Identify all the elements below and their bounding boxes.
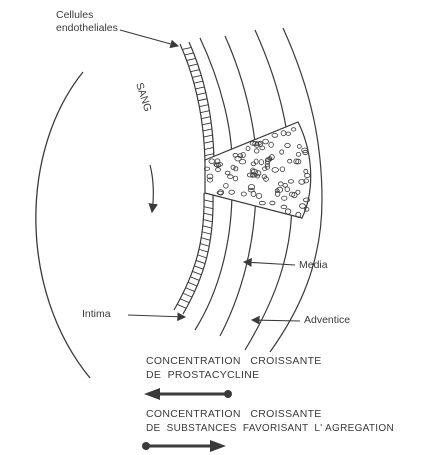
- prostacyclin-legend-line1: CONCENTRATION CROISSANTE: [146, 355, 322, 368]
- endothelial-cell-divider: [180, 299, 189, 303]
- endothelial-cell-divider: [194, 266, 203, 269]
- cells-label-line2: endotheliales: [56, 22, 118, 35]
- adventice-label: Adventice: [304, 314, 350, 327]
- lumen-arc: [36, 72, 90, 378]
- endothelial-cell-divider: [188, 282, 197, 286]
- aggregation-gradient-arrow: [142, 440, 226, 452]
- aggregation-legend-line1: CONCENTRATION CROISSANTE: [146, 408, 322, 421]
- prostacyclin-gradient-arrow: [144, 388, 232, 400]
- endothelial-cell-divider: [198, 99, 207, 101]
- endothelial-cell-divider: [203, 220, 212, 222]
- endothelial-cell-divider: [194, 81, 203, 83]
- endothelial-cell-divider: [196, 260, 205, 263]
- endothelial-cell-divider: [192, 271, 201, 274]
- adventice-pointer-arrow: [252, 320, 300, 321]
- endothelial-cell-divider: [190, 277, 199, 281]
- endothelial-cell-divider: [177, 304, 186, 308]
- intima-label: Intima: [82, 308, 111, 321]
- media-label: Media: [299, 259, 328, 272]
- endothelial-cell-divider: [200, 244, 209, 247]
- endothelial-cell-divider: [182, 47, 191, 49]
- endothelial-cell-divider: [204, 200, 213, 202]
- endothelial-cell-divider: [185, 53, 194, 55]
- endothelial-cell-divider: [191, 70, 200, 72]
- endothelial-cell-divider: [202, 232, 211, 234]
- flow-direction-arrow: [150, 165, 153, 212]
- endothelial-cell-divider: [204, 213, 213, 215]
- aggregation-legend-line2: DE SUBSTANCES FAVORISANT L' AGREGATION: [146, 422, 394, 435]
- endothelial-cell-divider: [189, 64, 198, 66]
- endothelial-cell-divider: [203, 129, 212, 131]
- endothelial-cell-divider: [204, 141, 213, 143]
- endothelial-cell-divider: [202, 123, 211, 125]
- endothelial-cell-divider: [197, 93, 206, 95]
- endothelial-cell-divider: [195, 87, 204, 89]
- media-pointer-arrow: [244, 262, 295, 265]
- endothelial-cell-divider: [186, 288, 195, 292]
- blood-label: SANG: [133, 81, 154, 113]
- endothelial-cell-divider: [204, 207, 213, 209]
- endothelial-cell-divider: [204, 135, 213, 137]
- endothelial-cell-divider: [187, 58, 196, 60]
- intima-pointer-arrow: [128, 315, 185, 317]
- endothelial-cell-divider: [204, 147, 213, 149]
- endothelial-cell-divider: [183, 293, 192, 297]
- prostacyclin-legend-line2: DE PROSTACYCLINE: [146, 369, 259, 382]
- endothelial-cell-divider: [192, 75, 201, 77]
- endothelial-cell-divider: [201, 238, 210, 241]
- endothelial-cell-divider: [203, 226, 212, 228]
- endothelial-cell-divider: [205, 154, 214, 156]
- endothelial-layer-lower: [174, 193, 213, 314]
- endothelial-cell-divider: [201, 117, 210, 119]
- endothelial-cell-divider: [199, 249, 208, 252]
- cells-pointer-arrow: [120, 30, 178, 46]
- endothelial-cell-divider: [200, 111, 209, 113]
- endothelial-cell-divider: [198, 255, 207, 258]
- cells-label-line1: Cellules: [56, 9, 93, 22]
- endothelial-cell-divider: [199, 105, 208, 107]
